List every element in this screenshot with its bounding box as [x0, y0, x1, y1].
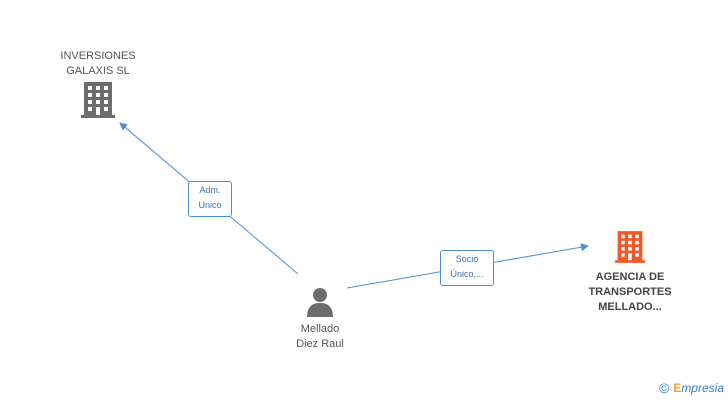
node-inversiones-galaxis[interactable]: INVERSIONES GALAXIS SL: [48, 49, 148, 123]
node-inversiones-line1: INVERSIONES: [60, 50, 136, 62]
building-icon: [615, 231, 645, 263]
brand-initial: E: [673, 381, 682, 395]
edge-adm-line2: Unico: [198, 200, 222, 210]
brand-rest: mpresia: [681, 381, 724, 395]
node-mellado-line1: Mellado: [300, 323, 340, 335]
person-icon: [307, 288, 333, 317]
node-mellado-line2: Diez Raul: [296, 338, 344, 350]
footer-brand: © Empresia: [659, 380, 724, 396]
edge-socio-line1: Socio: [455, 254, 479, 264]
edge-socio-line2: Único,...: [450, 269, 484, 279]
node-agencia-transportes[interactable]: AGENCIA DE TRANSPORTES MELLADO...: [570, 229, 690, 315]
brand-logo: Empresia: [673, 381, 724, 395]
node-mellado-diez-raul[interactable]: Mellado Diez Raul: [270, 287, 370, 352]
node-inversiones-line2: GALAXIS SL: [66, 65, 130, 77]
node-agencia-line2: TRANSPORTES: [588, 286, 672, 298]
copyright-icon: ©: [658, 380, 670, 396]
edge-label-socio-unico[interactable]: Socio Único,...: [440, 250, 494, 286]
edge-label-adm-unico[interactable]: Adm. Unico: [188, 181, 232, 217]
edge-adm-line1: Adm.: [199, 185, 221, 195]
node-agencia-line3: MELLADO...: [598, 301, 662, 313]
node-agencia-line1: AGENCIA DE: [595, 271, 665, 283]
building-icon: [81, 82, 115, 118]
